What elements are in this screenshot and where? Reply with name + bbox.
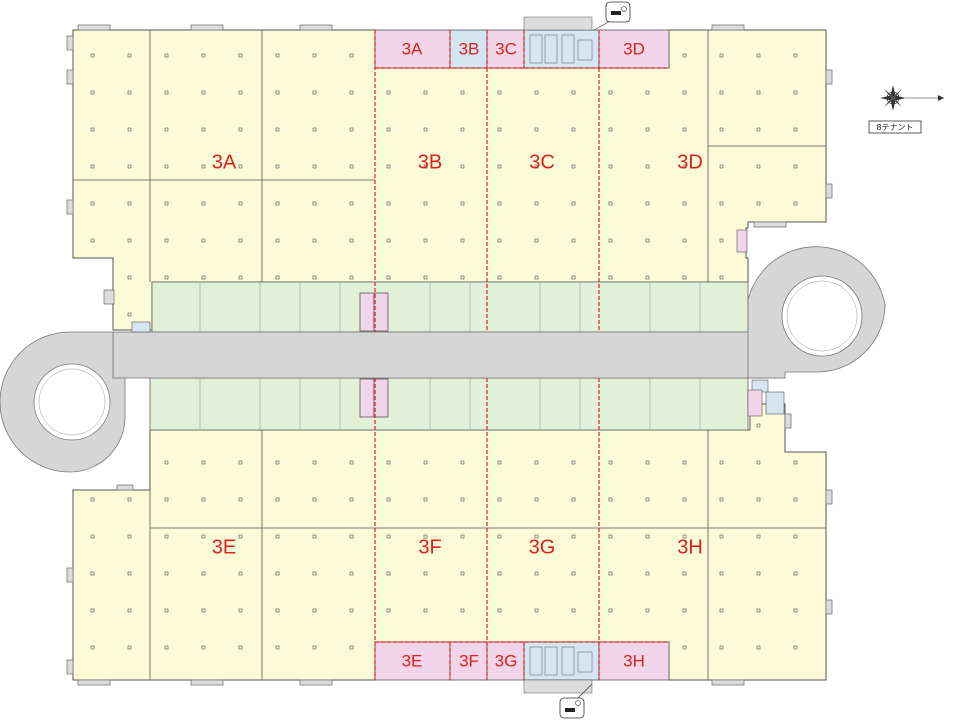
south-warehouse-block: [72, 403, 827, 681]
berth-dividers: [199, 282, 701, 430]
south-callout-icon: [559, 683, 593, 719]
east-ramp-spiral: [747, 246, 886, 379]
compass-rose-icon: [880, 85, 944, 111]
tenant-label-3e: 3E: [212, 536, 236, 558]
tenant-label-3b: 3B: [418, 151, 442, 173]
north-main-labels: 3A 3B 3C 3D: [212, 151, 703, 173]
south-office-labels: 3E 3F 3G 3H: [402, 651, 645, 670]
structural-grid-lines: [73, 30, 826, 680]
tenant-label-3g: 3G: [529, 536, 556, 558]
tenant-label-3f: 3F: [418, 536, 441, 558]
office-label-3e: 3E: [402, 651, 423, 670]
east-core: [747, 379, 785, 417]
office-label-3d: 3D: [623, 39, 645, 58]
north-berth-zone: [151, 281, 749, 333]
tenant-label-3d: 3D: [677, 151, 703, 173]
south-berth-zone: [149, 377, 749, 431]
south-dock-doors: [66, 413, 833, 686]
north-dock-doors: [66, 24, 833, 253]
office-label-3h: 3H: [623, 651, 645, 670]
south-main-labels: 3E 3F 3G 3H: [212, 536, 703, 558]
office-label-3f: 3F: [459, 651, 479, 670]
west-ramp-spiral: [0, 331, 126, 473]
office-label-3g: 3G: [495, 651, 518, 670]
west-core: [103, 289, 151, 333]
legend-caption: 8テナント: [876, 123, 913, 132]
north-office-labels: 3A 3B 3C 3D: [402, 39, 645, 58]
north-office-strip: [374, 29, 670, 69]
tenant-label-3h: 3H: [677, 536, 703, 558]
south-office-strip: [374, 641, 670, 681]
north-warehouse-block: [72, 29, 827, 331]
tenant-label-3c: 3C: [529, 151, 555, 173]
central-ramp-driveway: [112, 331, 786, 379]
north-callout-icon: [593, 1, 631, 31]
berth-stair-cores: [359, 292, 389, 418]
legend-caption-box: 8テナント: [868, 120, 922, 134]
office-label-3c: 3C: [495, 39, 517, 58]
tenant-divider-lines: [374, 30, 669, 680]
tenant-label-3a: 3A: [212, 151, 237, 173]
office-label-3b: 3B: [459, 39, 480, 58]
core-stair-details: [523, 16, 593, 694]
office-label-3a: 3A: [402, 39, 423, 58]
